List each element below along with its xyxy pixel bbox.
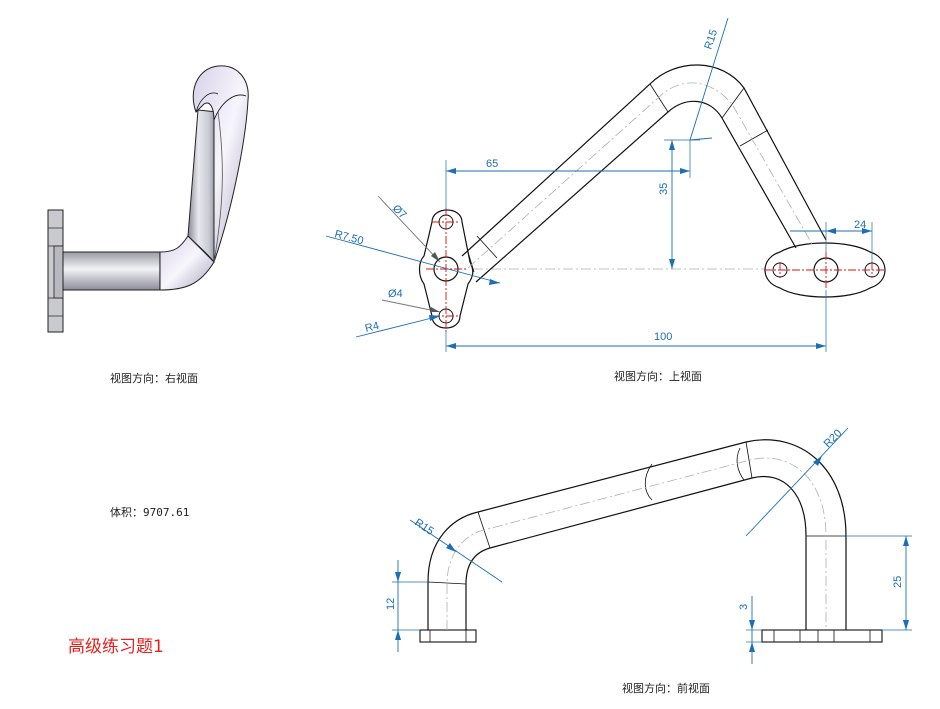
- top-view-dim-dia4: Ø4: [381, 288, 441, 313]
- front-view-dim-3: 3: [738, 596, 762, 664]
- front-view-caption: 视图方向：前视面: [622, 681, 710, 695]
- svg-text:Ø4: Ø4: [388, 288, 403, 300]
- svg-text:100: 100: [654, 331, 672, 343]
- right-view-top-bend: [192, 65, 249, 263]
- front-view-dim-r20: R20: [745, 427, 849, 537]
- svg-text:35: 35: [658, 183, 670, 195]
- svg-text:R15: R15: [702, 28, 720, 51]
- svg-text:24: 24: [854, 219, 866, 231]
- svg-text:R7.50: R7.50: [333, 228, 364, 247]
- svg-text:Ø7: Ø7: [390, 203, 409, 222]
- svg-text:R4: R4: [364, 320, 381, 335]
- top-view-dim-100: 100: [445, 290, 827, 352]
- right-view-flange: [47, 209, 64, 333]
- top-view: R15 65 35 Ø7 R7.50: [325, 17, 886, 383]
- top-view-dim-r4: R4: [355, 315, 441, 338]
- front-view-dim-12: 12: [385, 560, 428, 652]
- svg-text:3: 3: [738, 604, 750, 610]
- front-view-left-flange: [419, 629, 477, 643]
- front-view-pipe: [427, 439, 847, 630]
- top-view-dim-65: 65: [445, 140, 691, 210]
- svg-text:R20: R20: [822, 427, 845, 450]
- top-view-right-flange: [764, 242, 886, 298]
- front-view-dim-25: 25: [846, 535, 912, 631]
- top-view-dim-24: 24: [790, 219, 873, 262]
- top-view-pipe: [461, 64, 827, 283]
- exercise-title: 高级练习题1: [68, 637, 164, 657]
- top-view-dim-r750: R7.50: [325, 228, 501, 285]
- front-view-right-flange: [761, 629, 883, 643]
- svg-text:25: 25: [892, 576, 904, 588]
- top-view-dim-35: 35: [658, 139, 700, 269]
- top-view-left-flange: [418, 208, 474, 332]
- right-view: 视图方向：右视面: [47, 65, 249, 385]
- right-view-caption: 视图方向：右视面: [110, 371, 198, 385]
- svg-text:65: 65: [486, 158, 498, 170]
- right-view-stub: [62, 251, 161, 291]
- svg-text:12: 12: [385, 598, 397, 610]
- volume-label: 体积：9707.61: [110, 505, 189, 519]
- front-view: R20 R15 12 3: [385, 427, 912, 695]
- front-view-dim-r15: R15: [409, 517, 503, 583]
- top-view-caption: 视图方向：上视面: [614, 369, 702, 383]
- top-view-dim-r15: R15: [689, 17, 729, 141]
